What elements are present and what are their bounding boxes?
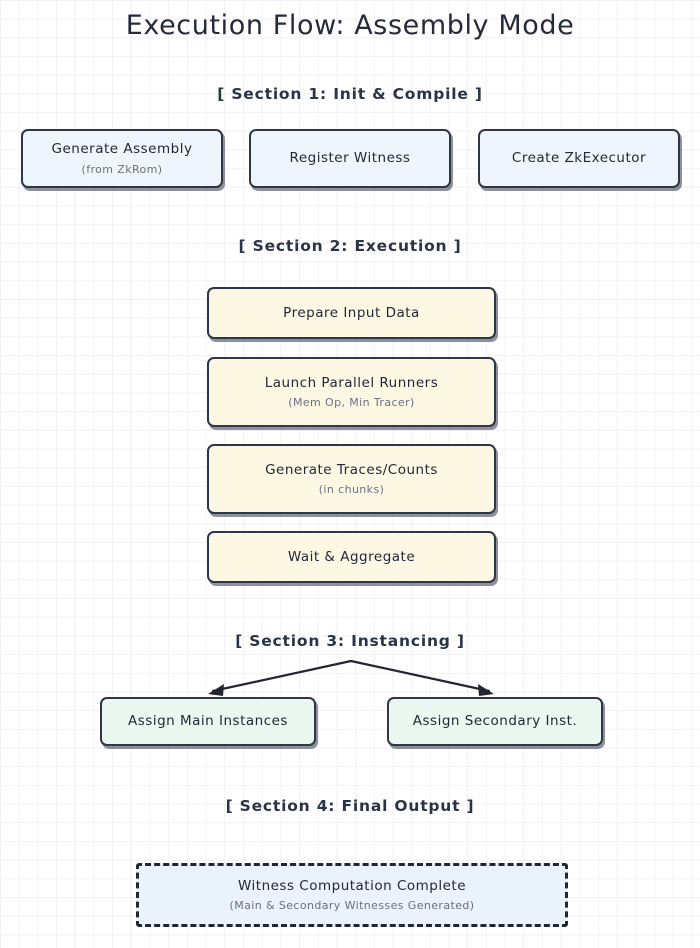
node-prepare-input-data[interactable]: Prepare Input Data [207, 287, 496, 339]
node-title: Launch Parallel Runners [264, 374, 439, 391]
node-title: Register Witness [289, 150, 411, 167]
node-assign-main-instances[interactable]: Assign Main Instances [100, 697, 316, 746]
page-title: Execution Flow: Assembly Mode [125, 10, 575, 41]
node-witness-computation-complete[interactable]: Witness Computation Complete (Main & Sec… [136, 863, 568, 927]
section-header-4: [ Section 4: Final Output ] [225, 797, 475, 815]
node-assign-secondary-inst[interactable]: Assign Secondary Inst. [387, 697, 603, 746]
section-header-2: [ Section 2: Execution ] [238, 237, 462, 255]
node-launch-parallel-runners[interactable]: Launch Parallel Runners (Mem Op, Min Tra… [207, 357, 496, 427]
node-title: Generate Assembly [51, 141, 193, 158]
node-title: Wait & Aggregate [287, 548, 416, 565]
edge-branch-to-assign-secondary [349, 659, 494, 696]
node-create-zkexecutor[interactable]: Create ZkExecutor [478, 129, 680, 188]
node-wait-aggregate[interactable]: Wait & Aggregate [207, 531, 496, 583]
node-generate-traces-counts[interactable]: Generate Traces/Counts (in chunks) [207, 444, 496, 514]
node-title: Assign Secondary Inst. [412, 713, 578, 730]
node-title: Create ZkExecutor [511, 150, 647, 167]
node-title: Generate Traces/Counts [265, 461, 438, 478]
node-subtitle: (Mem Op, Min Tracer) [288, 396, 415, 410]
node-title: Witness Computation Complete [237, 877, 467, 894]
node-generate-assembly[interactable]: Generate Assembly (from ZkRom) [21, 129, 223, 188]
node-subtitle: (in chunks) [318, 483, 385, 497]
section-header-3: [ Section 3: Instancing ] [235, 632, 465, 650]
edge-branch-to-assign-main [208, 659, 353, 696]
node-register-witness[interactable]: Register Witness [249, 129, 451, 188]
section-header-1: [ Section 1: Init & Compile ] [217, 85, 483, 103]
node-subtitle: (from ZkRom) [81, 162, 163, 176]
node-subtitle: (Main & Secondary Witnesses Generated) [229, 899, 475, 913]
node-title: Prepare Input Data [283, 304, 420, 321]
node-title: Assign Main Instances [128, 713, 288, 730]
